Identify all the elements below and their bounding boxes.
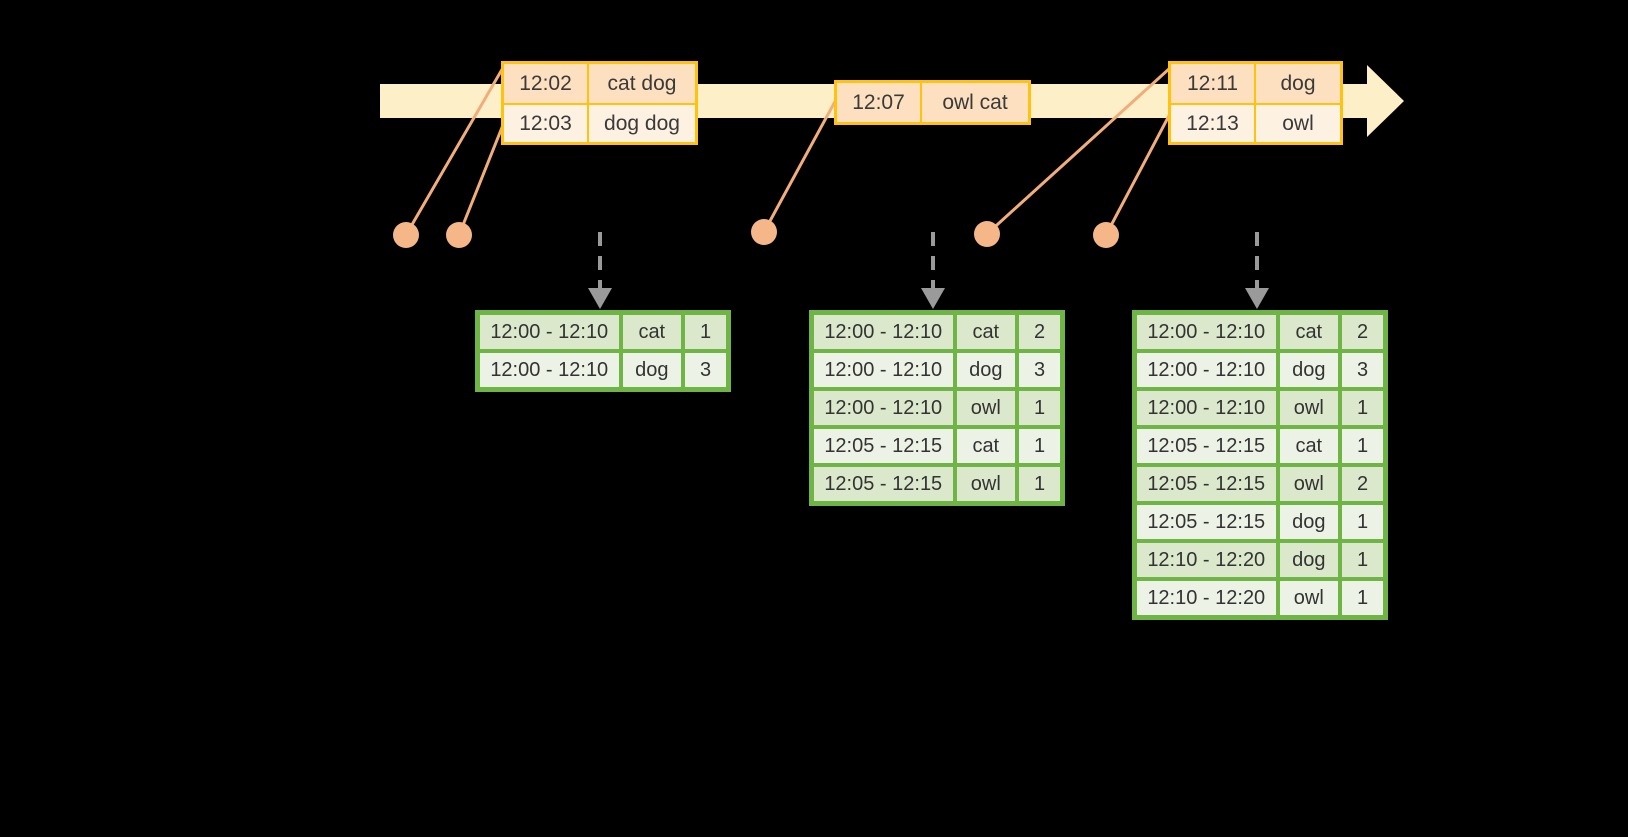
window-cell: 12:00 - 12:10	[814, 315, 953, 349]
count-cell: 2	[1019, 315, 1061, 349]
key-cell: cat	[622, 315, 682, 349]
event-payload: dog dog	[589, 105, 695, 142]
key-cell: dog	[622, 353, 682, 387]
count-cell: 1	[1342, 391, 1384, 425]
key-cell: dog	[1279, 505, 1339, 539]
event-timestamp: 12:11	[1171, 64, 1256, 103]
key-cell: owl	[1279, 467, 1339, 501]
event-timestamp: 12:02	[504, 64, 589, 103]
key-cell: owl	[1279, 581, 1339, 615]
key-cell: owl	[956, 467, 1016, 501]
connector-dot-2	[446, 222, 472, 248]
window-cell: 12:00 - 12:10	[814, 391, 953, 425]
window-cell: 12:00 - 12:10	[1137, 391, 1276, 425]
key-cell: cat	[1279, 315, 1339, 349]
count-cell: 1	[1342, 429, 1384, 463]
window-cell: 12:00 - 12:10	[480, 315, 619, 349]
connector-dot-1	[393, 222, 419, 248]
window-cell: 12:05 - 12:15	[1137, 429, 1276, 463]
key-cell: owl	[956, 391, 1016, 425]
event-payload: owl cat	[922, 83, 1028, 122]
key-cell: dog	[1279, 353, 1339, 387]
connector-dot-3	[751, 219, 777, 245]
connector-dot-5	[1093, 222, 1119, 248]
connector-dots	[393, 219, 1119, 248]
key-cell: cat	[956, 429, 1016, 463]
count-cell: 1	[1019, 429, 1061, 463]
window-cell: 12:00 - 12:10	[814, 353, 953, 387]
event-timestamp: 12:13	[1171, 105, 1256, 142]
connector-dot-4	[974, 221, 1000, 247]
count-cell: 3	[685, 353, 727, 387]
count-cell: 1	[1019, 467, 1061, 501]
event-payload: cat dog	[589, 64, 695, 103]
emit-arrow-1	[588, 232, 612, 309]
key-cell: cat	[956, 315, 1016, 349]
count-cell: 1	[685, 315, 727, 349]
emit-arrows	[588, 232, 1269, 309]
count-cell: 3	[1019, 353, 1061, 387]
window-cell: 12:05 - 12:15	[814, 467, 953, 501]
emit-arrow-3	[1245, 232, 1269, 309]
key-cell: dog	[956, 353, 1016, 387]
event-payload: dog	[1256, 64, 1340, 103]
count-cell: 1	[1342, 581, 1384, 615]
window-cell: 12:10 - 12:20	[1137, 581, 1276, 615]
key-cell: cat	[1279, 429, 1339, 463]
window-cell: 12:10 - 12:20	[1137, 543, 1276, 577]
count-cell: 1	[1342, 543, 1384, 577]
count-cell: 3	[1342, 353, 1384, 387]
window-cell: 12:05 - 12:15	[1137, 467, 1276, 501]
count-cell: 1	[1019, 391, 1061, 425]
window-cell: 12:00 - 12:10	[1137, 353, 1276, 387]
window-cell: 12:00 - 12:10	[480, 353, 619, 387]
emit-arrow-2	[921, 232, 945, 309]
key-cell: dog	[1279, 543, 1339, 577]
window-cell: 12:05 - 12:15	[1137, 505, 1276, 539]
event-timestamp: 12:03	[504, 105, 589, 142]
event-timestamp: 12:07	[837, 83, 922, 122]
event-payload: owl	[1256, 105, 1340, 142]
window-cell: 12:05 - 12:15	[814, 429, 953, 463]
count-cell: 1	[1342, 505, 1384, 539]
key-cell: owl	[1279, 391, 1339, 425]
count-cell: 2	[1342, 315, 1384, 349]
count-cell: 2	[1342, 467, 1384, 501]
window-cell: 12:00 - 12:10	[1137, 315, 1276, 349]
